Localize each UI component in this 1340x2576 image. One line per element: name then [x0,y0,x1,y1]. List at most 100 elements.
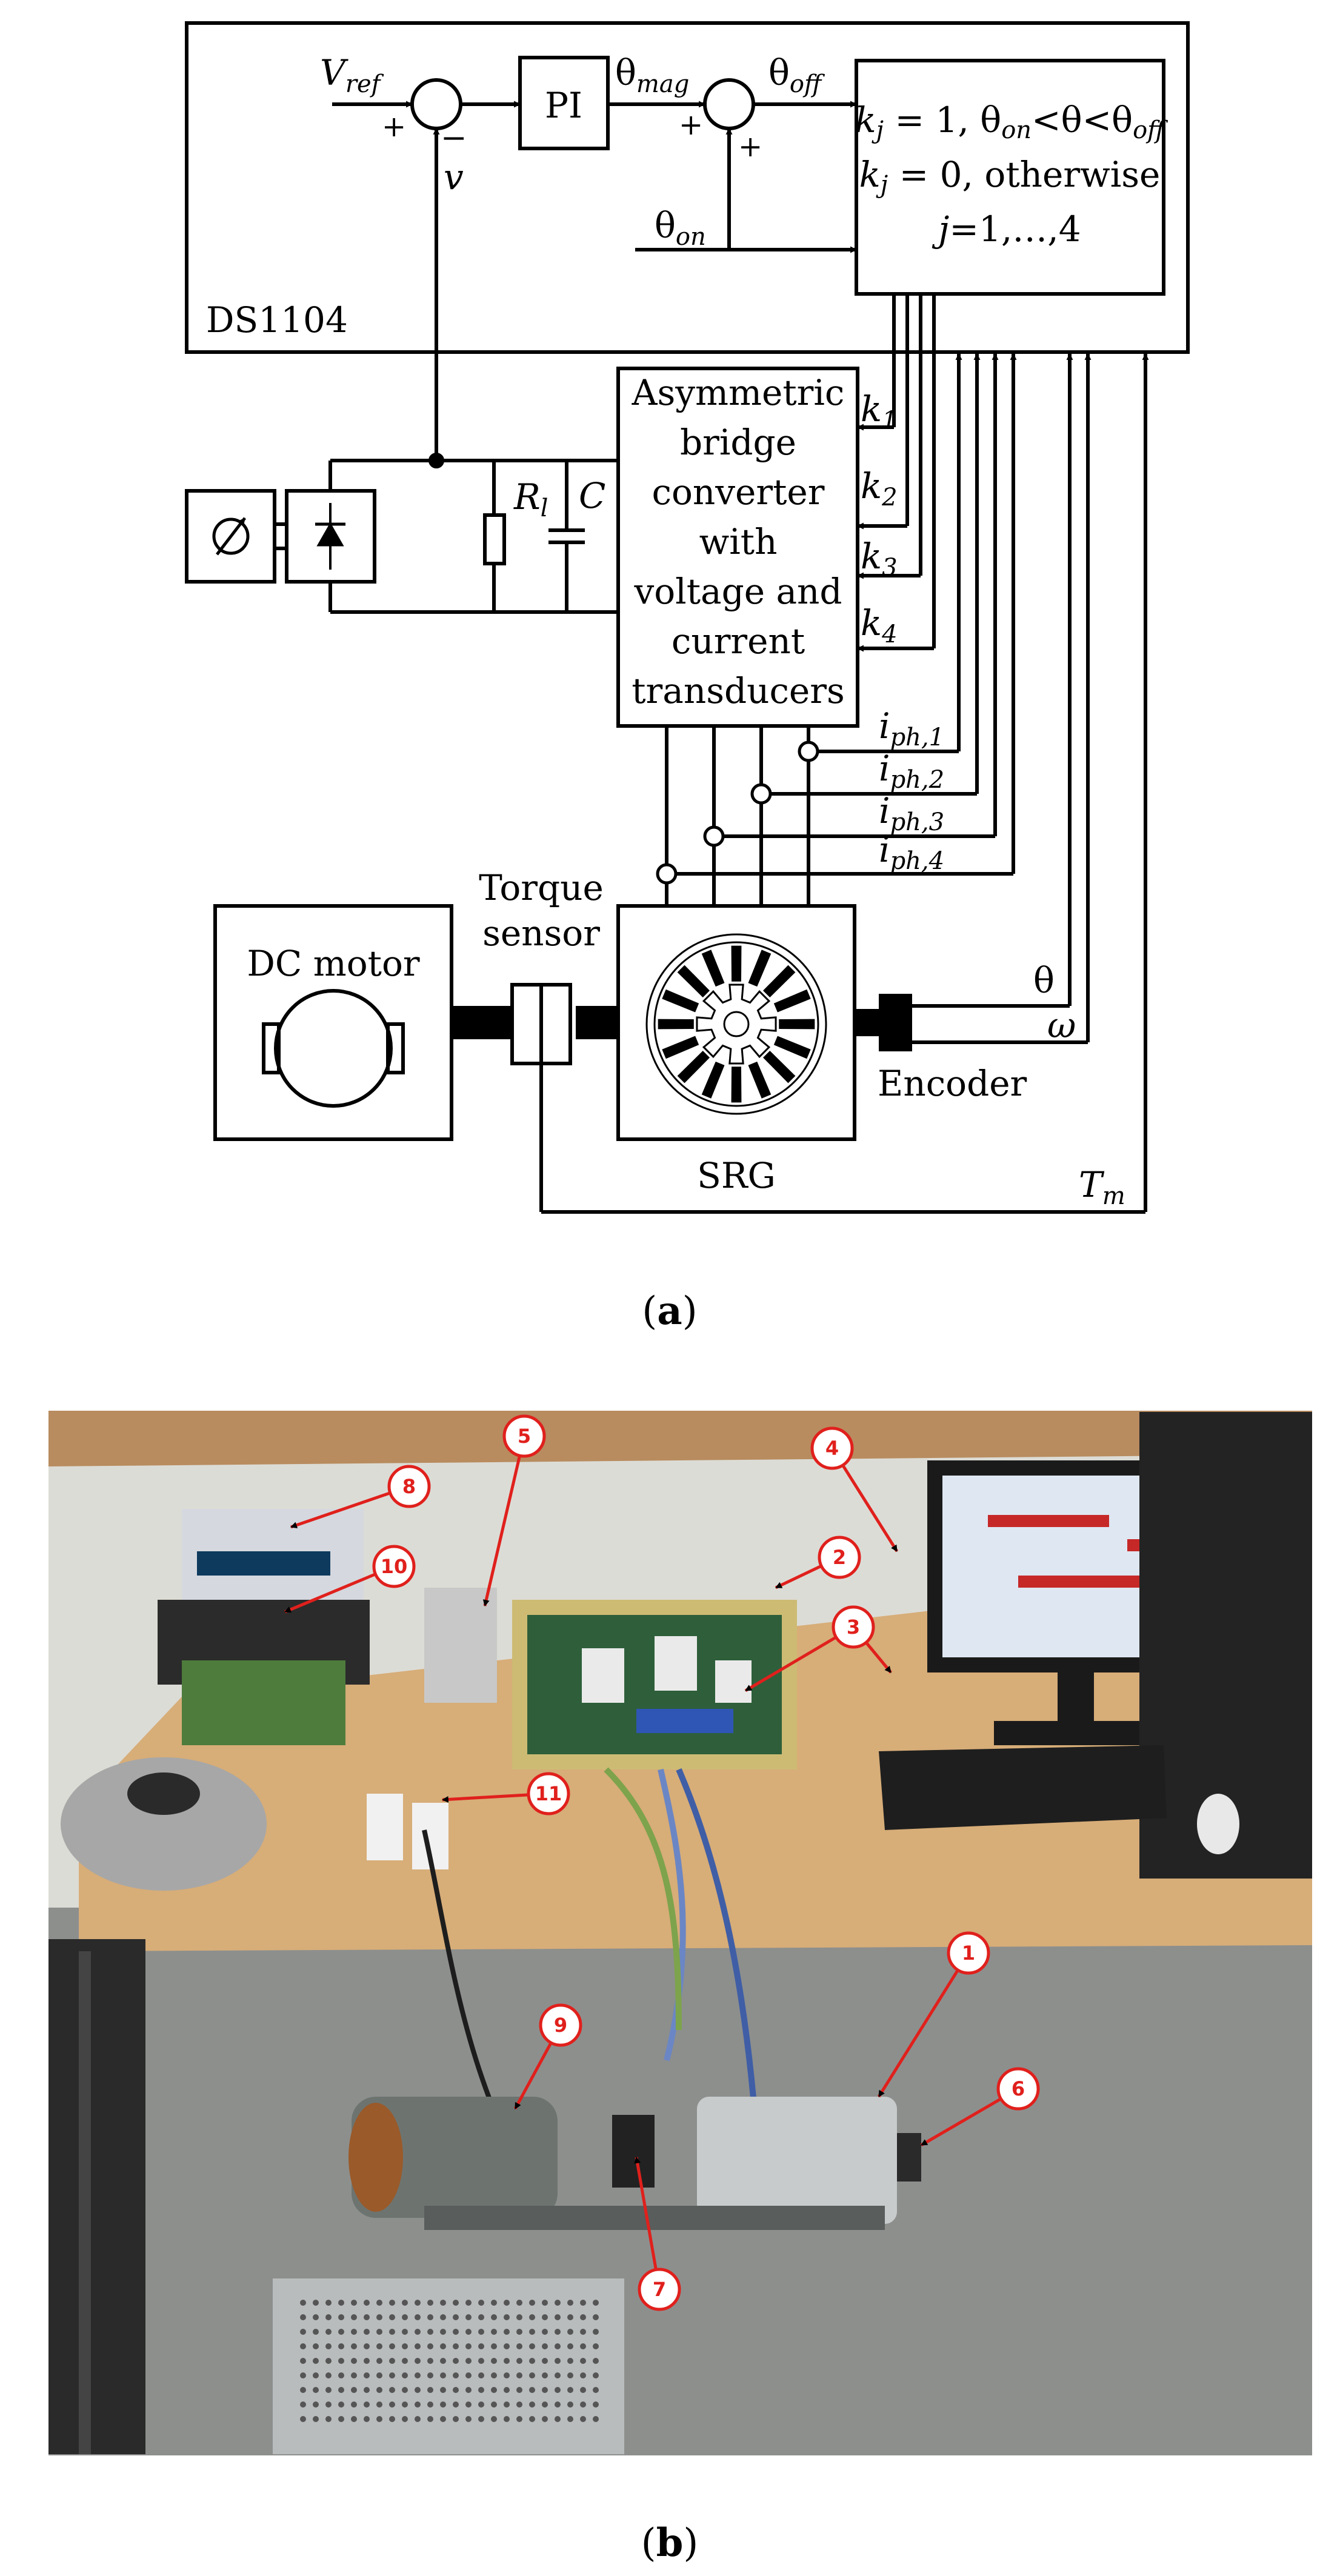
k1-label: k1 [861,388,898,434]
photo-markers: 1 2 3 4 5 6 7 8 9 10 11 [284,1414,1040,2311]
photo-marker-5: 5 [502,1414,546,1458]
generator-source-box [185,489,276,584]
svg-text:7: 7 [653,2278,666,2301]
svg-text:current: current [672,621,805,662]
ds1104-box [185,21,1190,354]
encoder [879,994,912,1051]
svg-text:1: 1 [962,1942,975,1965]
stator-pole [677,1051,710,1083]
svg-text:with: with [699,521,778,562]
motor-shaft [452,1006,512,1039]
stator-pole [701,950,725,987]
stator-pole [677,965,710,997]
svg-text:transducers: transducers [632,670,845,711]
logic-line-3: j=1,…,4 [932,208,1081,250]
stator-pole [662,1036,699,1059]
plus-theta-on: + [738,130,762,164]
srg-label: SRG [697,1155,776,1196]
svg-text:voltage and: voltage and [633,571,842,612]
svg-text:3: 3 [847,1616,860,1639]
svg-text:11: 11 [535,1782,562,1805]
svg-text:converter: converter [652,471,825,513]
summing-junction-angle [703,78,755,130]
iph4-label: iph,4 [879,829,944,875]
encoder-label: Encoder [878,1063,1027,1104]
stator-pole [779,1019,815,1030]
load-resistor [483,513,506,565]
plus-vref: + [382,110,406,144]
photo-marker-10: 10 [372,1545,416,1588]
lab-photo [48,1411,1312,2455]
svg-text:8: 8 [402,1475,416,1498]
stator-pole [773,1036,811,1059]
svg-text:9: 9 [554,2014,567,2037]
photo-marker-1: 1 [947,1931,990,1975]
svg-text:10: 10 [381,1555,408,1578]
ds1104-label: DS1104 [206,299,348,341]
switching-logic-box [855,59,1165,296]
stator-pole [662,989,699,1013]
k2-label: k2 [861,465,898,511]
photo-marker-9: 9 [539,2003,582,2047]
theta-mag-label: θmag [615,52,689,98]
photo-marker-8: 8 [387,1465,431,1508]
svg-text:2: 2 [833,1546,846,1569]
svg-text:4: 4 [825,1437,839,1460]
load-resistor-box [273,2278,624,2454]
torque-sensor [510,983,543,1065]
dc-motor-label: DC motor [247,943,419,984]
dspace-module [424,1588,497,1703]
photo-marker-7: 7 [638,2268,681,2311]
diagram-labels: DS1104 Vref + − v PI θmag + + θoff θon k… [206,52,1168,1210]
dc-machine [352,2097,558,2218]
logic-line-2: kj = 0, otherwise [859,154,1161,199]
stator-pole [658,1019,694,1030]
plus-theta-mag: + [679,108,703,142]
encoder-shaft [855,1009,879,1036]
pi-label: PI [545,85,582,126]
variac [61,1757,267,1891]
stator-pole [731,1067,742,1103]
logic-line-1: kj = 1, θon<θ<θoff [855,99,1168,144]
omega-feedback-label: ω [1047,1005,1076,1046]
block-diagram [185,21,1190,1214]
minus-feedback: − [441,120,467,156]
caption-b: (b) [641,2520,699,2566]
stator-pole [748,1061,772,1099]
svg-text:6: 6 [1012,2077,1025,2100]
theta-feedback-label: θ [1033,960,1055,1001]
k3-label: k3 [861,536,898,582]
torque-sensor-label-1: Torque [479,867,604,908]
srg-machine [697,2097,897,2224]
converter-label: Asymmetric bridge converter with voltage… [632,372,845,711]
stator-pole [701,1061,725,1099]
svg-text:5: 5 [518,1425,531,1448]
theta-off-label: θoff [768,52,825,98]
stator-pole [773,989,811,1013]
k4-label: k4 [861,602,898,648]
photo-marker-3: 3 [832,1605,875,1649]
stator-pole [763,1051,796,1083]
stator-pole [731,945,742,982]
mouse [1197,1794,1239,1854]
photo-marker-11: 11 [527,1772,570,1816]
svg-text:bridge: bridge [680,422,796,463]
stator-pole [763,965,796,997]
keyboard [879,1745,1167,1830]
tm-label: Tm [1079,1164,1125,1210]
iph1-label: iph,1 [879,705,944,751]
photo-marker-2: 2 [818,1536,861,1579]
theta-on-label: θon [655,205,706,251]
photo-marker-4: 4 [810,1426,854,1470]
iph3-label: iph,3 [879,790,944,836]
vref-label: Vref [320,52,384,98]
c-label: C [579,475,605,516]
svg-text:Asymmetric: Asymmetric [632,372,845,413]
converter-box [616,367,859,728]
stator-pole [748,950,772,987]
photo-marker-6: 6 [996,2067,1040,2111]
rl-label: Rl [513,476,548,522]
torque-sensor-label-2: sensor [482,913,600,954]
iph2-label: iph,2 [879,748,944,794]
